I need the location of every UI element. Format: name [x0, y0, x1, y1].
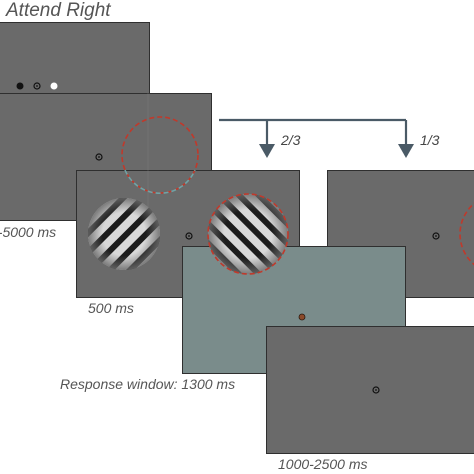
label-stim-duration: 500 ms	[88, 300, 134, 316]
cue-circle-red-stim	[207, 193, 289, 275]
panel-post	[266, 326, 474, 454]
fixation-ring-icon	[185, 232, 193, 240]
label-prob-one-third: 1/3	[420, 132, 440, 148]
label-prob-two-thirds: 2/3	[281, 132, 301, 148]
fixation-response-icon	[298, 313, 306, 321]
label-iti: 0-5000 ms	[0, 224, 57, 240]
cue-dot-black	[16, 82, 24, 90]
arrow-down-icon	[259, 144, 275, 158]
title-attend-right: Attend Right	[6, 0, 111, 21]
fixation-ring-icon	[372, 386, 380, 394]
cue-circle-red-right	[459, 202, 474, 266]
fixation-ring-icon	[432, 232, 440, 240]
arrow-down-icon	[398, 144, 414, 158]
cue-dot-white	[50, 82, 58, 90]
fixation-ring-icon	[33, 82, 41, 90]
label-response-window: Response window: 1300 ms	[60, 376, 236, 392]
label-post-duration: 1000-2500 ms	[278, 456, 368, 472]
branch-arrows	[219, 118, 408, 150]
cue-arc-teal	[124, 169, 196, 194]
fixation-ring-icon	[95, 153, 103, 161]
